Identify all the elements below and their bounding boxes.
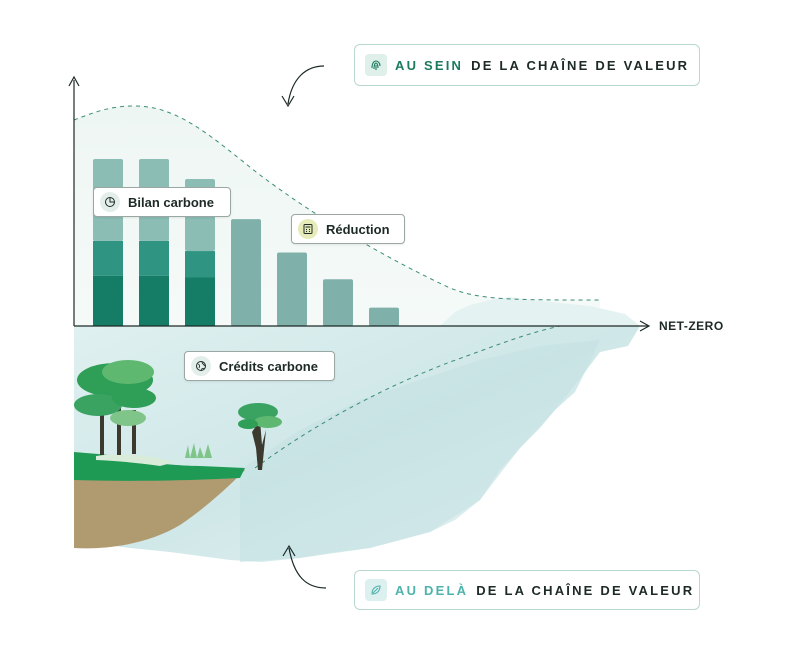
forest-illustration: [74, 360, 282, 470]
grass-light: [96, 454, 175, 466]
top-callout-highlight: AU SEIN: [395, 57, 464, 73]
bar-3-segment-2: [185, 251, 215, 278]
net-zero-label: NET-ZERO: [659, 319, 724, 333]
x-axis-arrow-icon: [639, 320, 651, 332]
bottom-curved-arrow-icon: [288, 547, 327, 589]
y-axis-arrow-icon: [68, 75, 80, 87]
top-curved-arrow-icon: [287, 65, 325, 105]
calculator-icon: [298, 219, 318, 239]
soil: [74, 470, 245, 549]
bottom-callout: AU DELÀ DE LA CHAÎNE DE VALEUR: [354, 570, 700, 610]
upper-dashed-curve: [73, 105, 601, 301]
bar-5-segment-1: [277, 252, 307, 326]
bar-2-segment-2: [139, 240, 169, 276]
lower-dashed-curve: [254, 325, 561, 469]
fingerprint-icon: [365, 54, 387, 76]
leaf-icon: [365, 579, 387, 601]
globe-icon: [191, 356, 211, 376]
bar-2-segment-1: [139, 275, 169, 326]
bilan-carbone-text: Bilan carbone: [128, 194, 214, 210]
bottom-callout-highlight: AU DELÀ: [395, 582, 469, 598]
iceberg-top: [440, 297, 640, 326]
bar-6-segment-1: [323, 279, 353, 326]
top-callout-rest: DE LA CHAÎNE DE VALEUR: [471, 57, 690, 73]
bar-7-segment-1: [369, 307, 399, 326]
pie-chart-icon: [100, 192, 120, 212]
top-arrowhead: [281, 95, 295, 108]
bottom-callout-rest: DE LA CHAÎNE DE VALEUR: [476, 582, 695, 598]
bar-1-segment-2: [93, 240, 123, 276]
bar-1-segment-1: [93, 275, 123, 326]
credits-carbone-text: Crédits carbone: [219, 358, 318, 374]
bar-4-segment-1: [231, 219, 261, 326]
iceberg-shade: [240, 340, 600, 562]
credits-carbone-label: Crédits carbone: [184, 351, 335, 381]
bilan-carbone-label: Bilan carbone: [93, 187, 231, 217]
bottom-arrowhead: [282, 544, 296, 557]
reduction-text: Réduction: [326, 221, 390, 237]
reduction-label: Réduction: [291, 214, 405, 244]
top-callout: AU SEIN DE LA CHAÎNE DE VALEUR: [354, 44, 700, 86]
bar-3-segment-1: [185, 277, 215, 326]
